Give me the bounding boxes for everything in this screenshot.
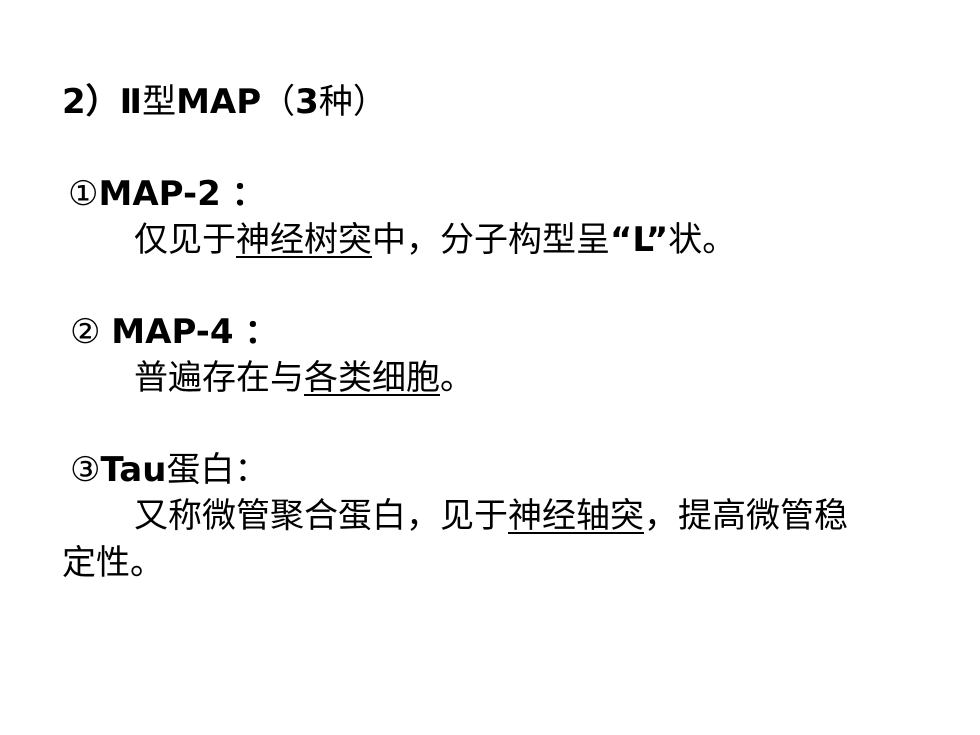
section-heading: 2）Ⅱ型MAP（3种） [62, 82, 387, 122]
item3-marker: ③ [70, 450, 101, 490]
item1-colon: ： [231, 174, 266, 214]
heading-paren-open: （ [261, 82, 296, 122]
heading-map: MAP [176, 82, 262, 122]
item2-desc-underlined: 各类细胞 [304, 358, 440, 398]
heading-number: 2） [62, 82, 120, 122]
item2-colon: ： [244, 312, 279, 352]
item2-desc-b: 。 [440, 358, 474, 398]
item1-description: 仅见于神经树突中，分子构型呈“L”状。 [134, 220, 736, 260]
heading-paren-close: ） [352, 82, 387, 122]
item1-letter: L [632, 220, 646, 260]
item3-description: 又称微管聚合蛋白，见于神经轴突，提高微管稳 [134, 496, 848, 536]
heading-count: 3 [295, 82, 319, 122]
item1-marker: ① [68, 174, 99, 214]
heading-kinds: 种 [318, 82, 353, 122]
item2-name: MAP-4 [111, 312, 234, 352]
heading-roman-numeral: Ⅱ [119, 82, 143, 122]
item3-desc-b: ，提高微管稳 [644, 496, 848, 536]
item1-desc-a: 仅见于 [134, 220, 236, 260]
item1-name: MAP-2 [98, 174, 221, 214]
item3-desc-c: 定性。 [62, 543, 164, 583]
item1-quote-open: “ [610, 220, 633, 260]
item1-quote-close: ” [645, 220, 669, 260]
item3-name-cn: 蛋白： [166, 450, 269, 490]
item1-desc-b: 中，分子构型呈 [372, 220, 610, 260]
item2-description: 普遍存在与各类细胞。 [134, 358, 474, 398]
item3-name: Tau [100, 450, 167, 490]
item2-title: ② MAP-4 ： [70, 312, 278, 352]
item3-description-continued: 定性。 [62, 543, 164, 583]
item1-desc-underlined: 神经树突 [236, 220, 372, 260]
item2-marker: ② [70, 312, 101, 352]
item3-title: ③Tau蛋白： [70, 450, 268, 490]
item1-title: ①MAP-2 ： [68, 174, 266, 214]
heading-type-char: 型 [142, 82, 177, 122]
item1-desc-c: 状。 [668, 220, 737, 260]
item3-desc-a: 又称微管聚合蛋白，见于 [134, 496, 508, 536]
item3-desc-underlined: 神经轴突 [508, 496, 644, 536]
item2-desc-a: 普遍存在与 [134, 358, 304, 398]
